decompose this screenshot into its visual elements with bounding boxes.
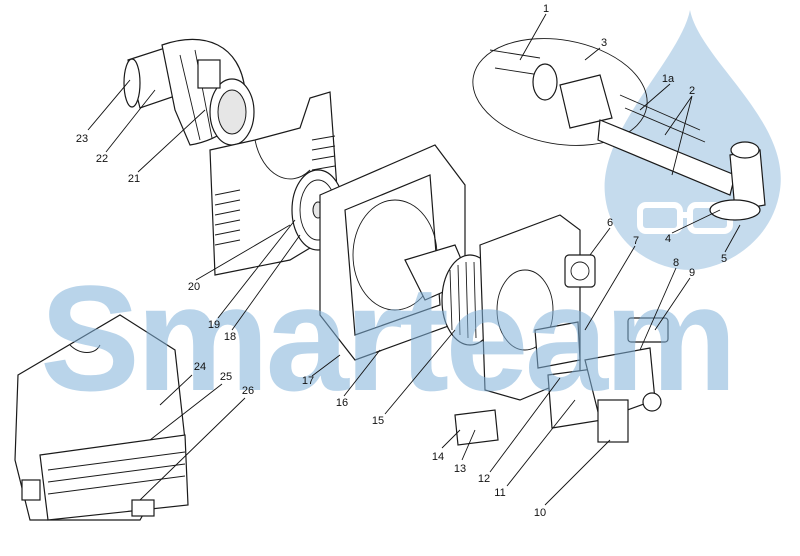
callout-11: 11 bbox=[494, 487, 505, 499]
callout-26: 26 bbox=[242, 385, 254, 397]
callout-25: 25 bbox=[220, 371, 232, 383]
nozzle-assembly bbox=[472, 38, 766, 221]
callout-9: 9 bbox=[689, 267, 695, 279]
gas-valve bbox=[584, 317, 669, 443]
callout-23: 23 bbox=[76, 133, 88, 145]
callout-5: 5 bbox=[721, 253, 727, 265]
callout-10: 10 bbox=[534, 507, 546, 519]
callout-1: 1 bbox=[543, 3, 549, 15]
callout-12: 12 bbox=[478, 473, 490, 485]
callout-7: 7 bbox=[633, 235, 639, 247]
burner-head-assembly bbox=[123, 38, 255, 146]
callout-8: 8 bbox=[673, 257, 679, 269]
control-plate bbox=[454, 214, 603, 446]
callout-6: 6 bbox=[607, 217, 613, 229]
callout-20: 20 bbox=[188, 281, 200, 293]
callout-13: 13 bbox=[454, 463, 466, 475]
callout-17: 17 bbox=[302, 375, 314, 387]
fan-housing-frame bbox=[319, 144, 471, 361]
callout-16: 16 bbox=[336, 397, 348, 409]
callout-2: 2 bbox=[689, 85, 695, 97]
callout-18: 18 bbox=[224, 331, 236, 343]
callout-1a: 1a bbox=[662, 73, 675, 85]
watermark-text: Smarteam bbox=[40, 254, 733, 422]
callout-labels: 1 1a 2 3 4 5 6 7 8 9 10 11 12 13 14 15 1… bbox=[76, 3, 727, 519]
callout-24: 24 bbox=[194, 361, 206, 373]
leader-lines bbox=[87, 13, 741, 506]
callout-22: 22 bbox=[96, 153, 108, 165]
burner-cover bbox=[14, 314, 189, 521]
callout-15: 15 bbox=[372, 415, 384, 427]
callout-4: 4 bbox=[665, 233, 671, 245]
callout-3: 3 bbox=[601, 37, 607, 49]
callout-21: 21 bbox=[128, 173, 140, 185]
callout-14: 14 bbox=[432, 451, 444, 463]
callout-19: 19 bbox=[208, 319, 220, 331]
